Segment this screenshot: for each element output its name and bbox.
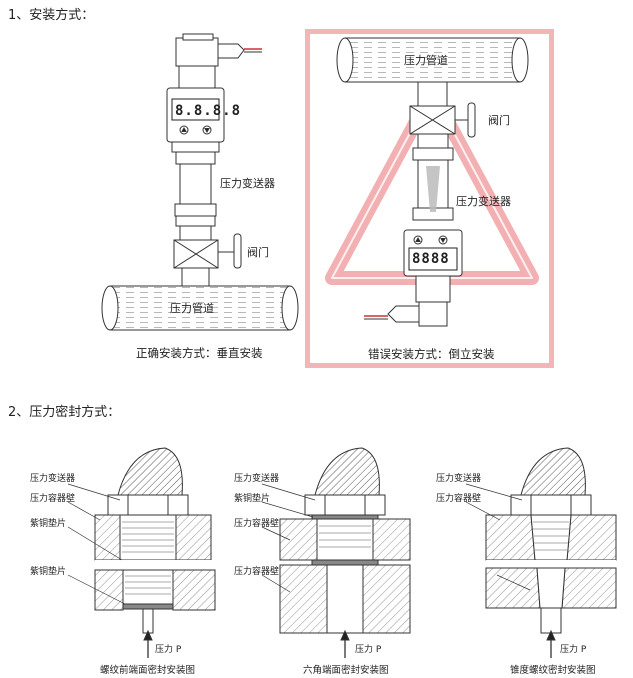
d1-label-3: 紫铜垫片 (30, 519, 67, 529)
d2-label-2: 紫铜垫片 (234, 494, 271, 504)
d2-pressure: 压力 P (355, 645, 382, 655)
transmitter-body (179, 163, 212, 205)
display-readout: 8.8.8.8 (175, 103, 242, 119)
correct-caption: 正确安装方式：垂直安装 (136, 346, 263, 360)
transmitter-label: 压力变送器 (220, 177, 275, 190)
section1-heading: 1、安装方式： (8, 8, 95, 23)
seal-diagram-1 (67, 447, 216, 658)
connector-top (175, 37, 219, 67)
valve-handle-wrong (467, 102, 476, 138)
wrong-install-diagram (325, 37, 539, 327)
wrong-install-panel (305, 29, 554, 368)
d1-label-2: 压力容器壁 (30, 494, 76, 504)
d1-pressure: 压力 P (155, 645, 182, 655)
d1-label-1: 压力变送器 (30, 474, 76, 484)
d3-label-1: 压力变送器 (436, 474, 482, 484)
seal-diagram-3 (465, 447, 617, 658)
valve-label-wrong: 阀门 (488, 114, 510, 127)
transmitter-head (117, 447, 183, 496)
d2-label-3: 压力容器壁 (234, 519, 280, 529)
d2-caption: 六角端面密封安装图 (303, 665, 389, 676)
d1-label-4: 紫铜垫片 (30, 567, 67, 577)
hex-nut (107, 494, 189, 516)
valve-label: 阀门 (247, 246, 269, 259)
pipe-label: 压力管道 (170, 302, 214, 315)
display-readout-wrong: 8888 (412, 251, 450, 267)
d3-caption: 锥度螺纹密封安装图 (510, 665, 596, 676)
d3-pressure: 压力 P (560, 645, 587, 655)
correct-install-diagram (101, 33, 299, 331)
d3-label-2: 压力容器壁 (436, 494, 482, 504)
d2-label-4: 压力容器壁 (234, 567, 280, 577)
seal-diagram-2 (261, 447, 411, 658)
pipe-label-wrong: 压力管道 (404, 54, 448, 67)
neck-upper (178, 65, 216, 89)
connector-bottom (418, 301, 448, 327)
exclamation-icon (426, 166, 440, 212)
wrong-caption: 错误安装方式：倒立安装 (368, 347, 495, 361)
transmitter-label-wrong: 压力变送器 (456, 195, 511, 208)
valve-handle (233, 233, 242, 269)
d2-label-1: 压力变送器 (234, 474, 280, 484)
section2-heading: 2、压力密封方式： (8, 405, 121, 420)
d1-caption: 螺纹前端面密封安装图 (100, 665, 196, 676)
